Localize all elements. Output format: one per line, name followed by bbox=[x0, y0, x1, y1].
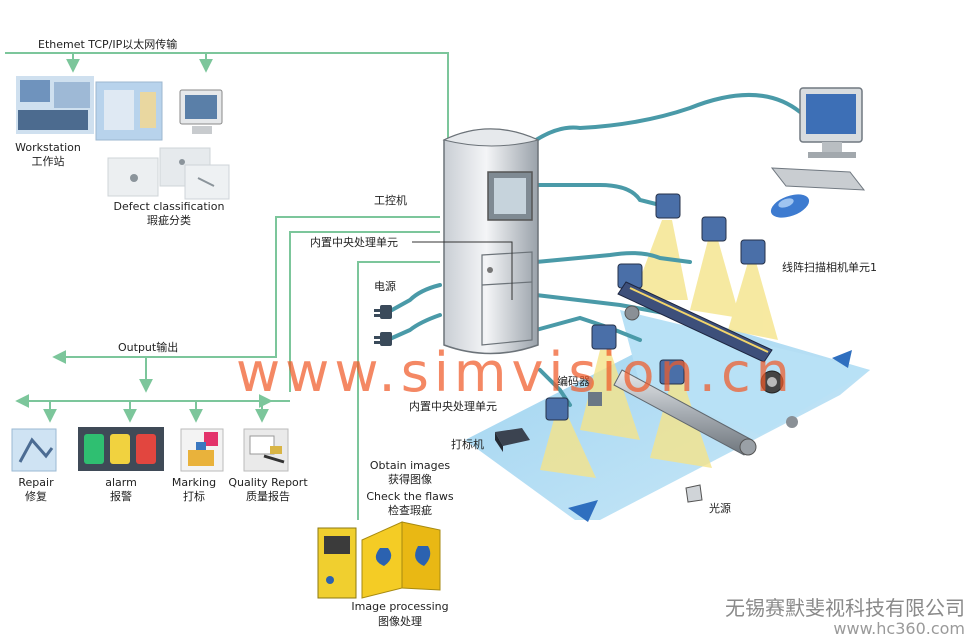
cpu-label-bottom: 内置中央处理单元 bbox=[409, 400, 497, 413]
leader-lines bbox=[412, 241, 513, 300]
image-processing-card-icon bbox=[317, 521, 441, 599]
rollers bbox=[613, 305, 798, 456]
power-label: 电源 bbox=[374, 280, 396, 293]
alarm-label-en: alarm bbox=[105, 476, 137, 489]
report-label-zh: 质量报告 bbox=[246, 490, 290, 503]
camera-label: 线阵扫描相机单元1 bbox=[782, 261, 877, 274]
imgproc-label-en: Image processing bbox=[351, 600, 449, 613]
defect-label-en: Defect classification bbox=[113, 200, 225, 213]
obtain-label-en: Obtain images bbox=[369, 459, 451, 472]
alarm-label-zh: 报警 bbox=[110, 490, 132, 503]
light-label: 光源 bbox=[709, 502, 731, 515]
industrial-pc-cabinet-icon bbox=[442, 128, 540, 355]
light-source-icon bbox=[685, 484, 703, 503]
encoder-label: 编码器 bbox=[557, 375, 590, 388]
repair-photo-icon bbox=[11, 428, 57, 472]
check-label-en: Check the flaws bbox=[366, 490, 454, 503]
light-bar bbox=[617, 281, 773, 363]
desktop-computer-icon bbox=[770, 87, 866, 191]
power-plug-icon bbox=[374, 305, 392, 346]
marking-icon bbox=[180, 428, 224, 472]
encoder-icon bbox=[588, 392, 602, 406]
workstation-photo-icon bbox=[16, 76, 163, 141]
computer-monitor-icon bbox=[179, 89, 223, 134]
marking-printer-icon bbox=[495, 428, 530, 452]
marking-label-en: Marking bbox=[171, 476, 217, 489]
company-name: 无锡赛默斐视科技有限公司 bbox=[725, 596, 965, 620]
workstation-label-en: Workstation bbox=[15, 141, 81, 154]
camera-cables bbox=[390, 93, 802, 407]
obtain-label-zh: 获得图像 bbox=[388, 473, 432, 486]
site-url: www.hc360.com bbox=[833, 619, 965, 638]
watermark: www.simvision.cn bbox=[236, 341, 795, 404]
ethernet-bus bbox=[5, 52, 449, 165]
ipc-label: 工控机 bbox=[374, 194, 407, 207]
check-label-zh: 检查瑕疵 bbox=[388, 504, 432, 517]
workstation-label-zh: 工作站 bbox=[31, 155, 65, 168]
report-label-en: Quality Report bbox=[228, 476, 308, 489]
repair-label-zh: 修复 bbox=[25, 490, 47, 503]
cpu-label-top: 内置中央处理单元 bbox=[310, 236, 398, 249]
output-bus bbox=[15, 216, 440, 520]
defect-label-zh: 瑕疵分类 bbox=[147, 214, 191, 227]
repair-label-en: Repair bbox=[18, 476, 54, 489]
light-beams bbox=[540, 220, 778, 478]
alarm-lights-icon bbox=[78, 427, 164, 471]
quality-report-icon bbox=[243, 428, 289, 472]
printer-label: 打标机 bbox=[451, 438, 484, 451]
marking-label-zh: 打标 bbox=[183, 490, 205, 503]
ethernet-label: Ethemet TCP/IP以太网传输 bbox=[38, 38, 178, 51]
output-label: Output输出 bbox=[118, 341, 179, 354]
defect-samples-icon bbox=[107, 147, 230, 200]
line-scan-camera-icon bbox=[545, 193, 766, 421]
mouse-icon bbox=[770, 194, 810, 218]
imgproc-label-zh: 图像处理 bbox=[378, 615, 422, 628]
